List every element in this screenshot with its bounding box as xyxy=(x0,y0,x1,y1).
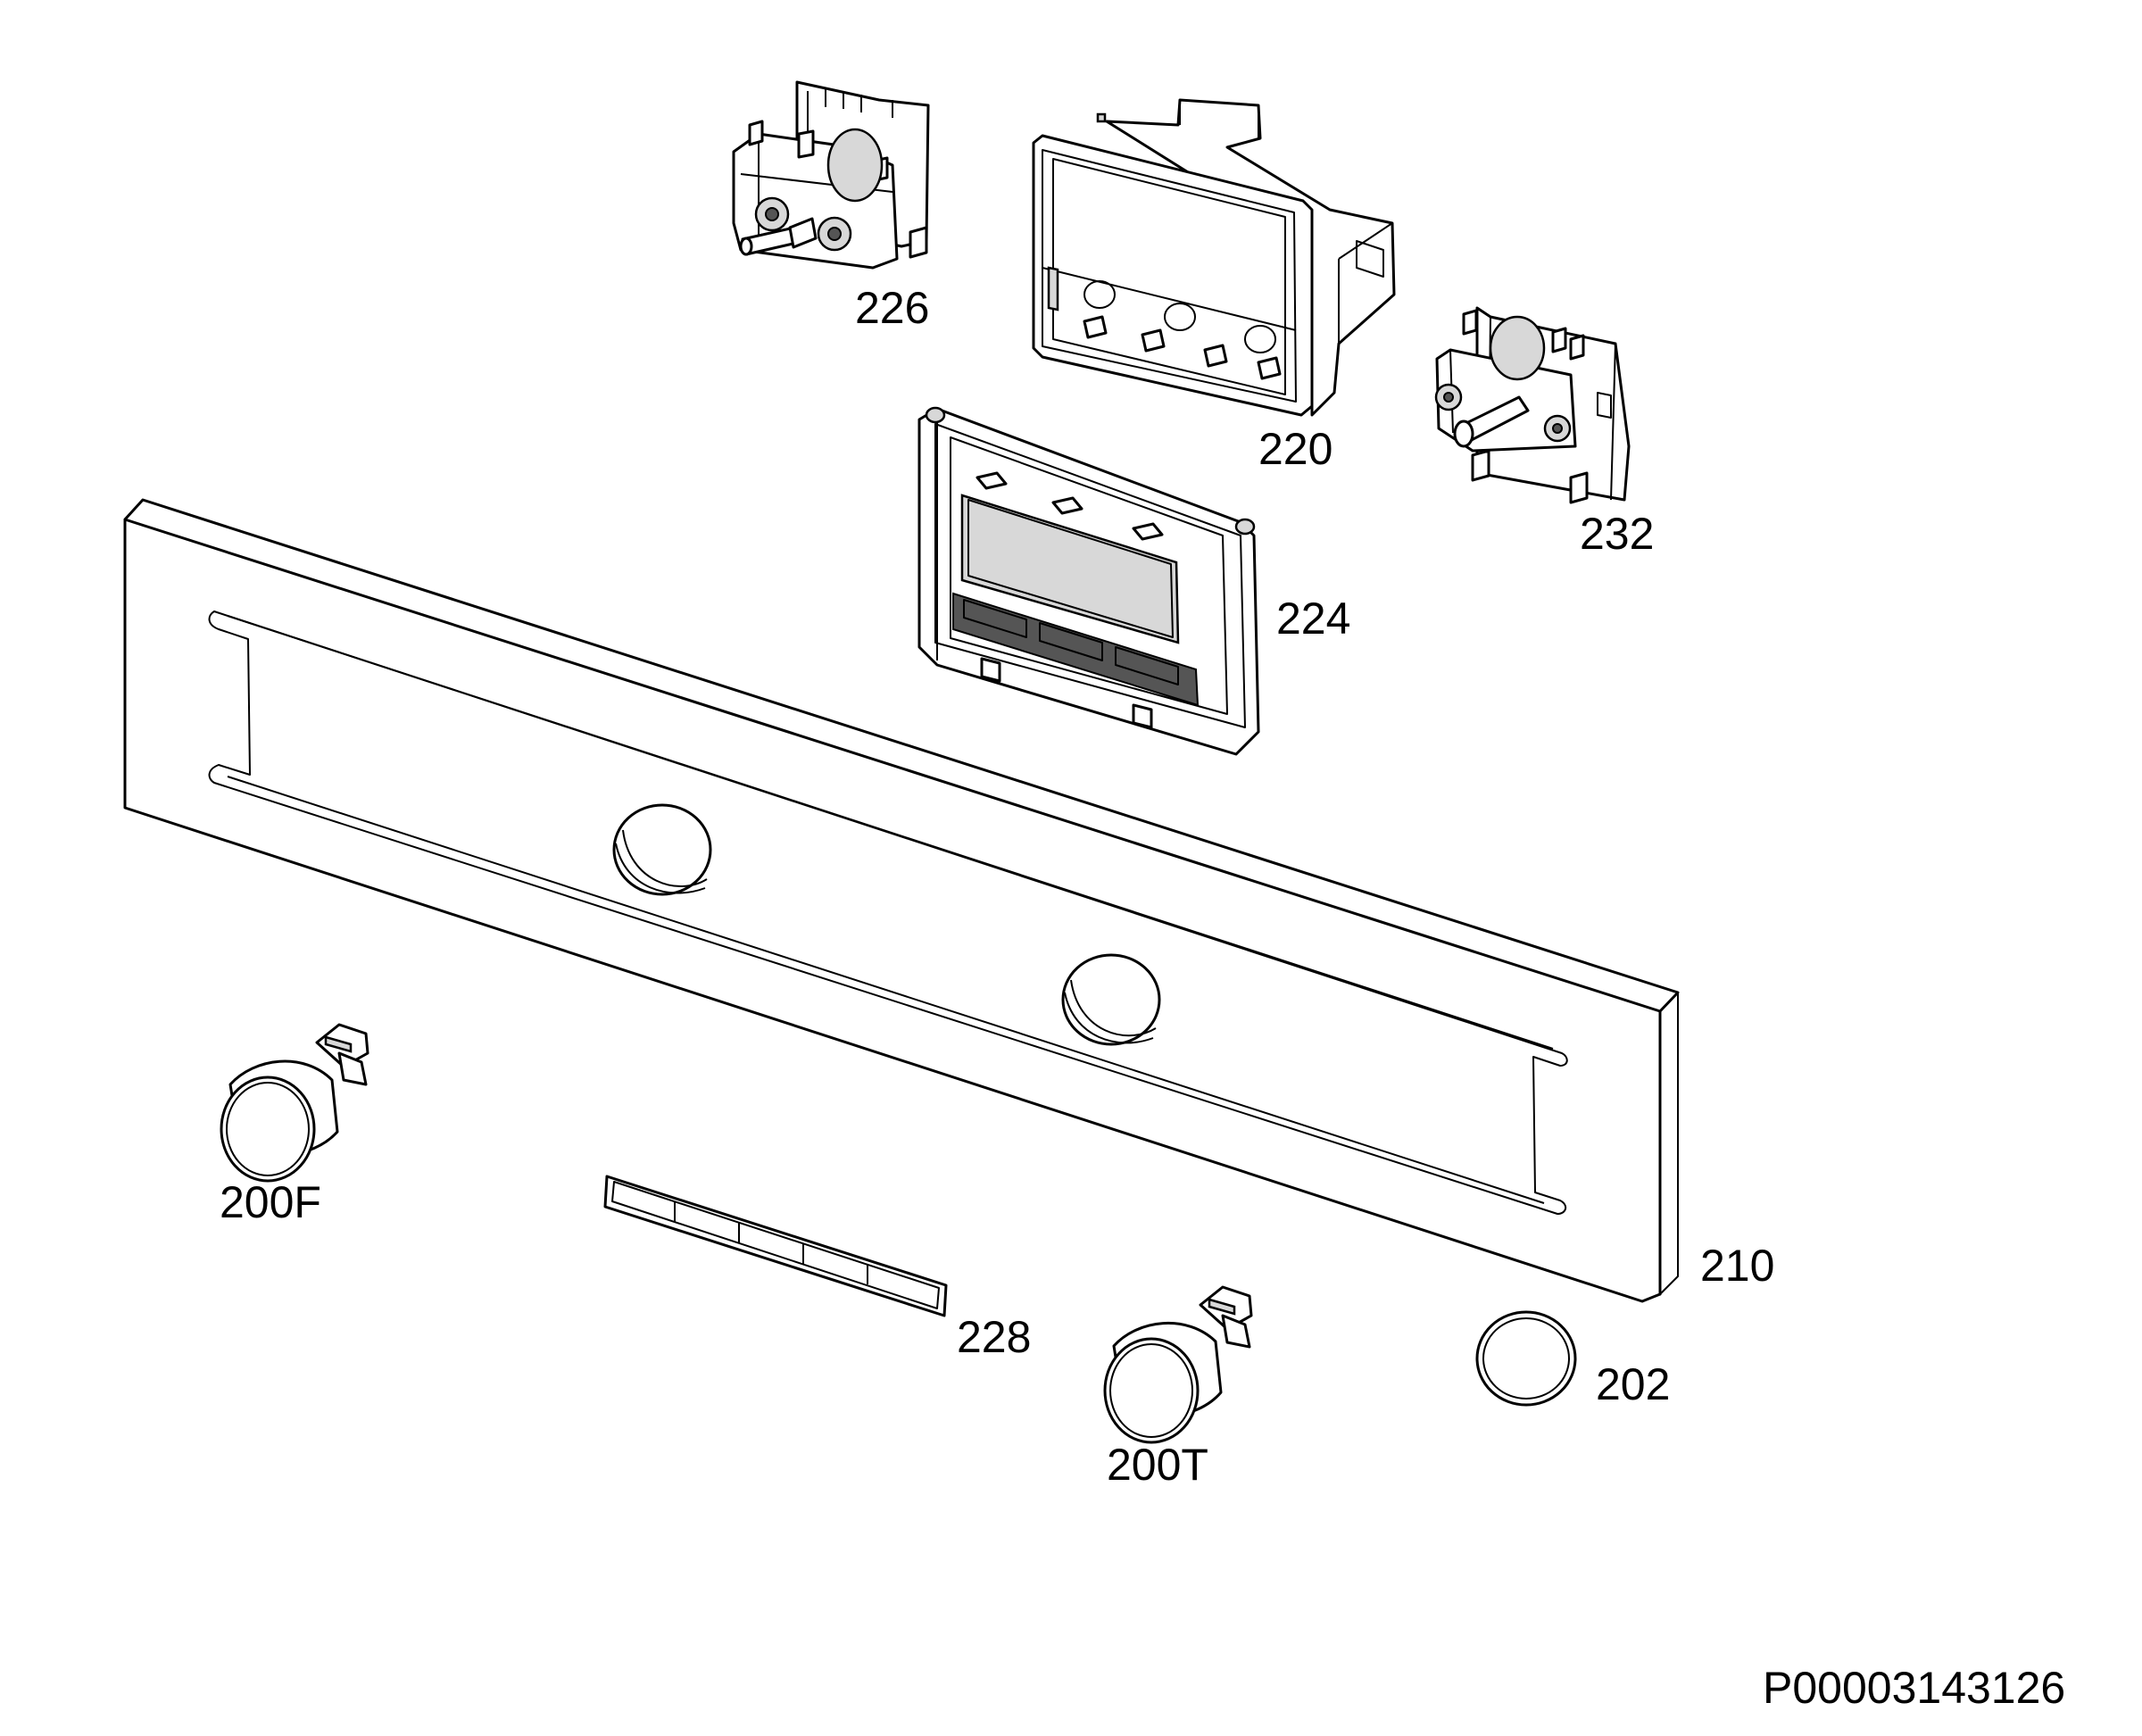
part-210-control-panel: 210 xyxy=(123,498,1774,1303)
part-228-label: 228 xyxy=(957,1312,1031,1362)
part-200F-knob: 200F xyxy=(220,1023,369,1227)
part-202-label: 202 xyxy=(1596,1359,1670,1409)
part-232-rotary-switch: 232 xyxy=(1434,306,1654,559)
part-232-label: 232 xyxy=(1580,509,1654,559)
part-200T-knob: 200T xyxy=(1103,1285,1253,1490)
part-228-button-strip: 228 xyxy=(603,1175,1031,1362)
part-224-label: 224 xyxy=(1276,594,1350,644)
part-200F-label: 200F xyxy=(220,1177,321,1227)
part-202-ring: 202 xyxy=(1475,1310,1670,1409)
part-220-housing: 220 xyxy=(1032,98,1396,474)
panel-knob-hole-left xyxy=(612,803,712,896)
part-200T-label: 200T xyxy=(1107,1440,1208,1490)
document-code: P00003143126 xyxy=(1763,1663,2065,1713)
part-210-label: 210 xyxy=(1700,1241,1774,1291)
panel-knob-hole-right xyxy=(1061,953,1161,1046)
part-226-label: 226 xyxy=(855,283,929,333)
part-226-rotary-switch: 226 xyxy=(732,80,930,333)
part-224-display-module: 224 xyxy=(917,406,1350,756)
part-220-label: 220 xyxy=(1258,424,1333,474)
